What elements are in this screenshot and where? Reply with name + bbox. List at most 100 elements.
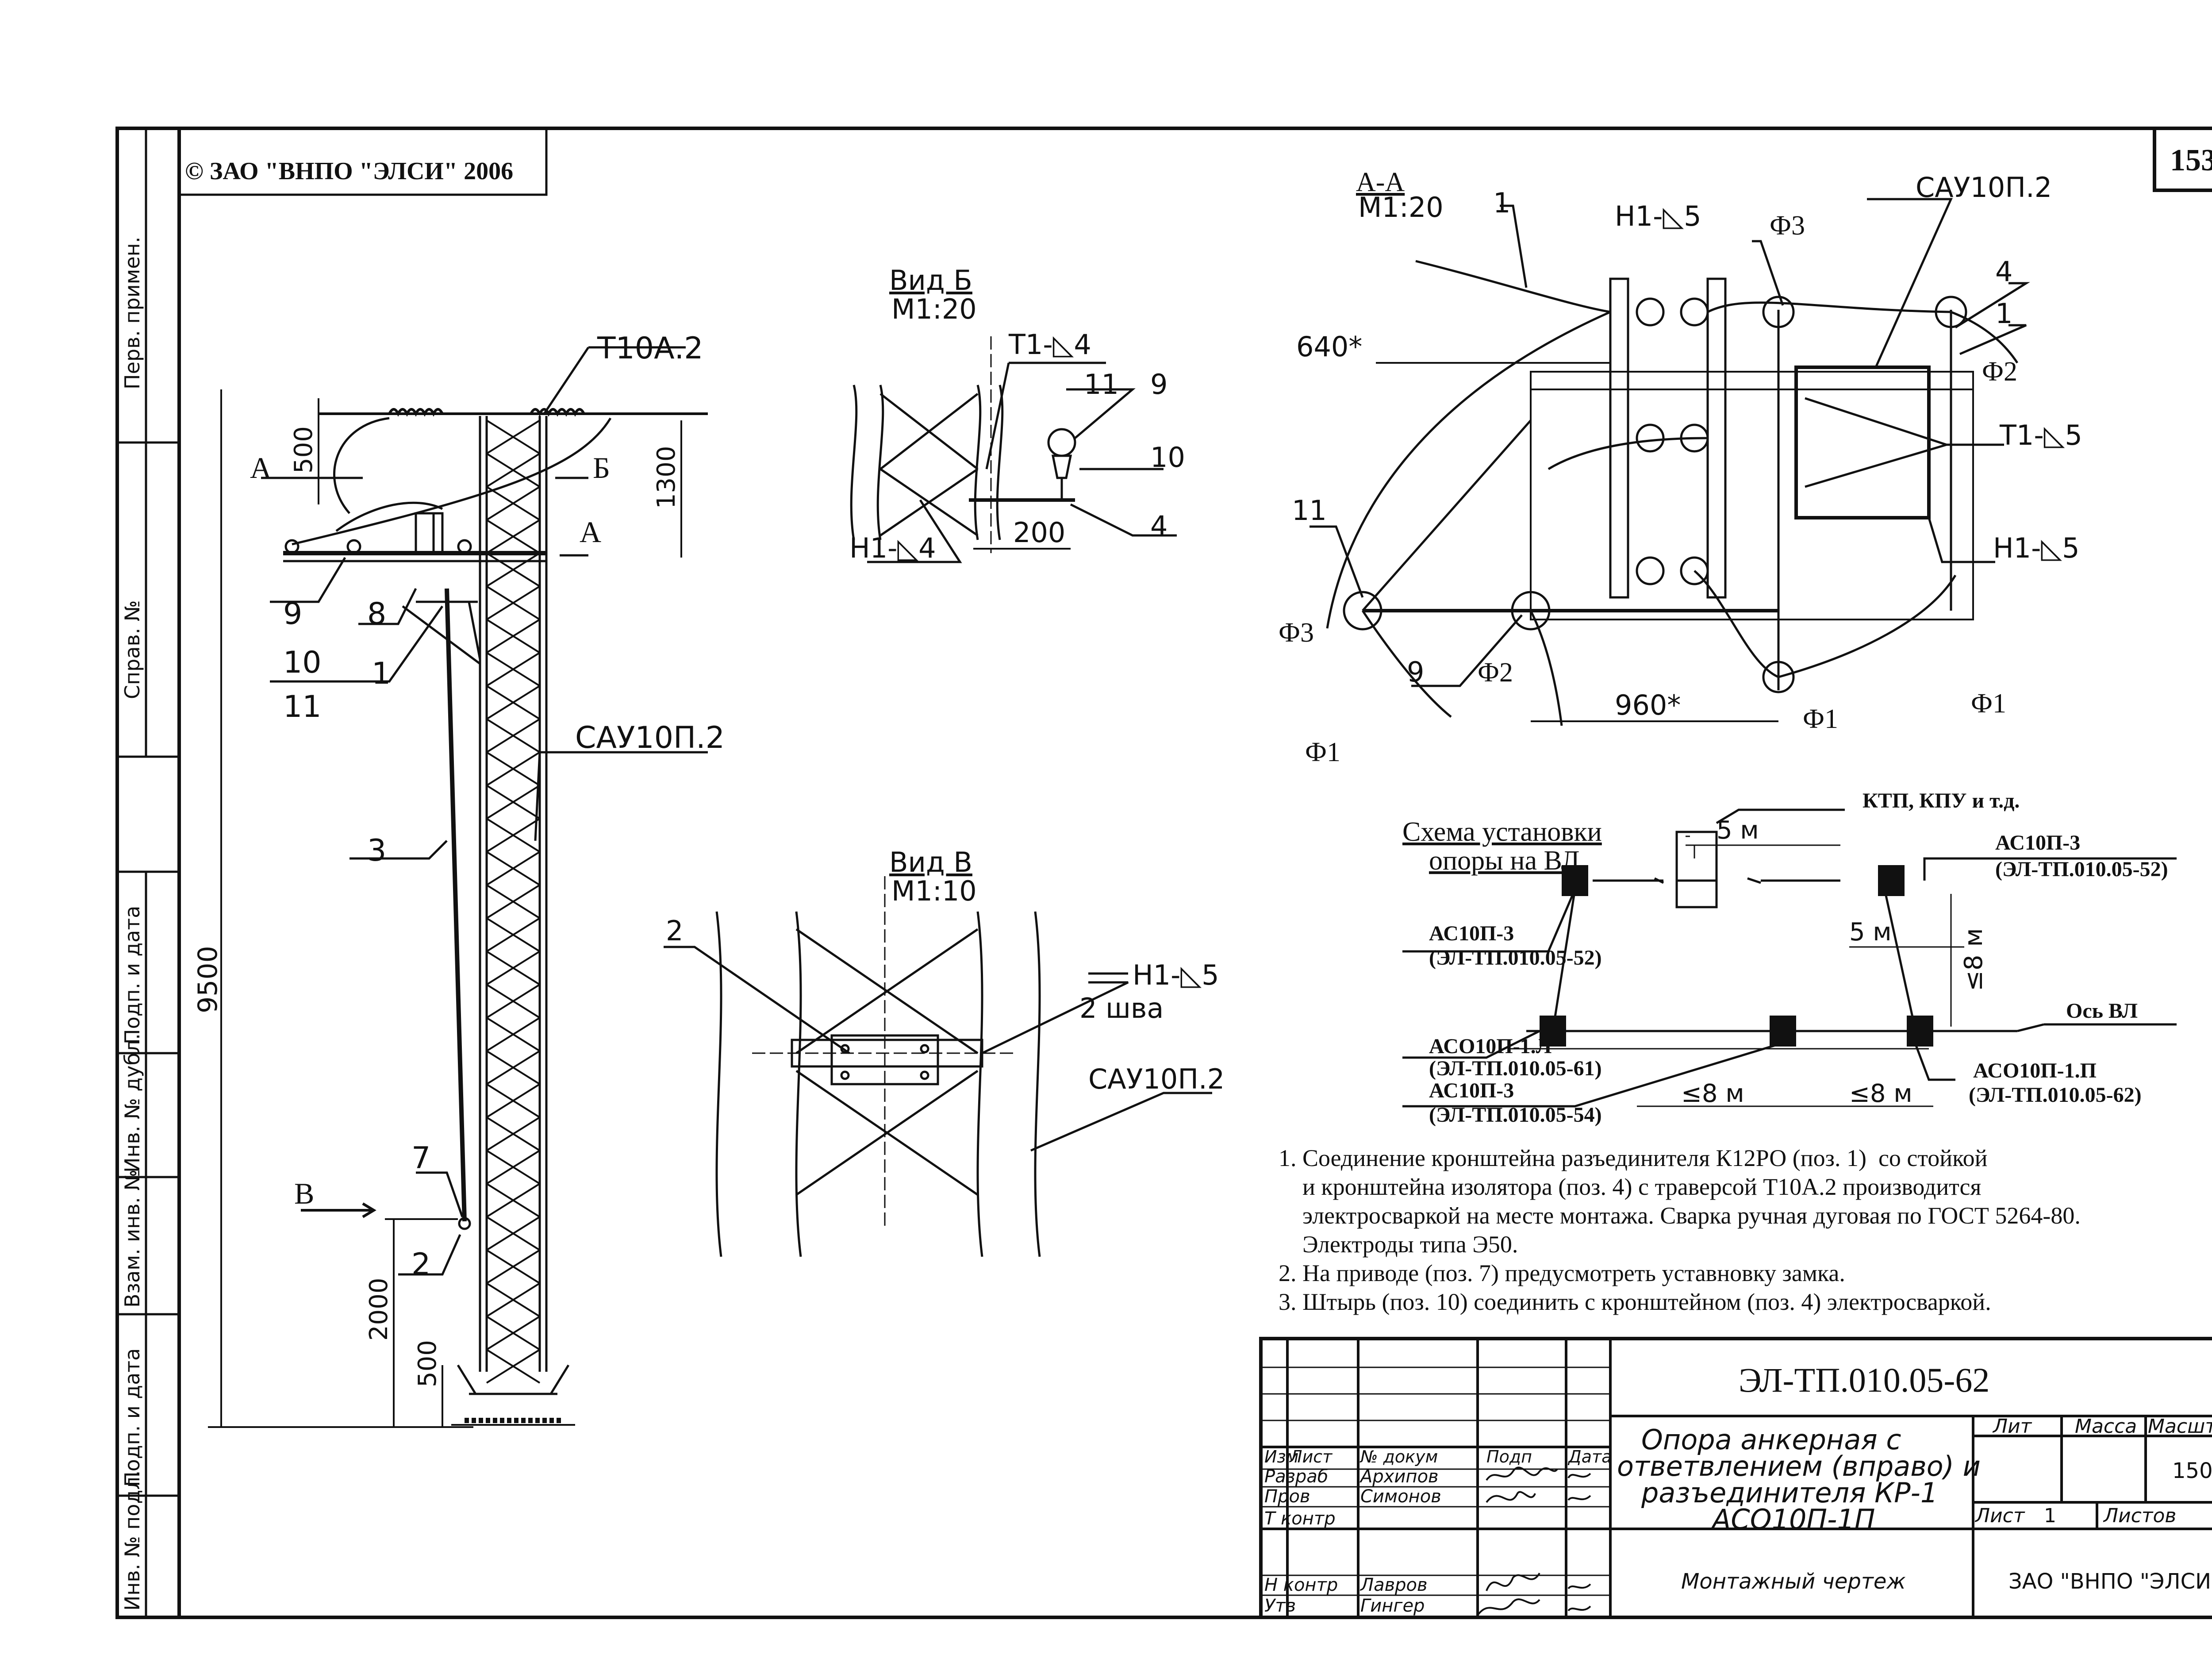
scheme-label-4-code: (ЭЛ-ТП.010.05-62) xyxy=(1969,1083,2142,1107)
pos-2: 2 xyxy=(411,1247,430,1282)
stamp-inv-dubl: Инв. № дубл. xyxy=(120,1033,144,1173)
signature-utv xyxy=(1477,1598,1591,1616)
section-aa-weld-t1: Т1-◺5 xyxy=(1999,419,2082,451)
header-list: Лист xyxy=(1289,1447,1333,1466)
dim-500-bottom: 500 xyxy=(413,1340,442,1387)
view-b-pos-4: 4 xyxy=(1150,510,1167,542)
section-a-top: А xyxy=(250,451,272,485)
scheme-label-1-name: АС10П-3 xyxy=(1995,831,2080,854)
section-a-bottom: А xyxy=(580,515,601,549)
pos-11: 11 xyxy=(283,689,322,724)
section-aa-pos-4: 4 xyxy=(1995,255,2012,288)
view-v xyxy=(664,876,1212,1257)
pos-8: 8 xyxy=(367,596,386,631)
scheme-dim-5m-mid: 5 м xyxy=(1849,918,1892,947)
view-b-marker: Б xyxy=(593,451,610,485)
pos-1: 1 xyxy=(372,656,391,691)
dim-1300: 1300 xyxy=(652,446,681,509)
header-data: Дата xyxy=(1567,1447,1612,1466)
view-b-labels: Вид Б М1:20 Т1-◺4 Н1-◺4 200 11 9 10 4 xyxy=(849,264,1185,564)
note-line: и кронштейна изолятора (поз. 4) с травер… xyxy=(1279,1174,1981,1200)
section-aa-title: А-А xyxy=(1356,167,1405,197)
role-tkontr: Т контр xyxy=(1264,1509,1336,1529)
name-razrab: Архипов xyxy=(1359,1466,1439,1487)
scale-label: Масштаб xyxy=(2148,1415,2212,1438)
title-block-grid xyxy=(1259,1337,2212,1619)
sheet-number: 153 xyxy=(2170,143,2212,177)
node-as10p3-right xyxy=(1878,865,1905,896)
view-b-weld-top: Т1-◺4 xyxy=(1008,328,1091,361)
header-izm: Изм xyxy=(1264,1447,1298,1466)
section-aa-phase3-left: Ф3 xyxy=(1279,618,1314,648)
stamp-podp2: Подп. и дата xyxy=(120,1348,144,1487)
view-b-pos-9: 9 xyxy=(1150,368,1167,400)
section-aa xyxy=(1310,198,2030,726)
header-podp: Подп xyxy=(1486,1447,1532,1466)
mass-label: Масса xyxy=(2075,1415,2137,1438)
scheme-nodes xyxy=(1540,865,1933,1047)
view-b-scale: М1:20 xyxy=(891,293,977,325)
name-prov: Симонов xyxy=(1360,1486,1441,1507)
name-nkontr: Лавров xyxy=(1359,1575,1428,1595)
section-aa-pos-1-right: 1 xyxy=(1995,297,2012,330)
scheme-title-2: опоры на ВЛ xyxy=(1429,846,1580,876)
scheme-dim-8m-v: ≤8 м xyxy=(1959,928,1988,991)
signature-razrab xyxy=(1486,1466,1591,1481)
view-b xyxy=(850,336,1177,563)
pos-10: 10 xyxy=(283,645,322,680)
scheme-dim-8m-right: ≤8 м xyxy=(1849,1079,1912,1108)
title-block-rows xyxy=(1261,1366,1610,1596)
stamp-inv-podl: Инв. № подл. xyxy=(120,1470,144,1611)
organization: ЗАО "ВНПО "ЭЛСИ" xyxy=(2008,1569,2212,1594)
pos-9: 9 xyxy=(283,596,302,631)
title-line: ответвлением (вправо) и xyxy=(1617,1450,1981,1482)
stamp-podp1: Подп. и дата xyxy=(120,906,144,1044)
scheme-label-3-name: АС10П-3 xyxy=(1429,1079,1514,1102)
stamp-vzam: Взам. инв. № xyxy=(120,1170,144,1308)
role-nkontr: Н контр xyxy=(1264,1575,1338,1595)
header-doc: № докум xyxy=(1359,1447,1438,1466)
notes: 1. Соединение кронштейна разъединителя К… xyxy=(1279,1145,2081,1315)
signatures xyxy=(1477,1466,1591,1616)
node-as10p3-left xyxy=(1562,865,1588,896)
node-aso10p-l xyxy=(1540,1016,1566,1047)
dim-9500: 9500 xyxy=(192,946,223,1013)
main-view-labels: Т10А.2 САУ10П.2 А А Б В 500 1300 9500 20… xyxy=(192,331,725,1387)
note-line: 2. На приводе (поз. 7) предусмотреть уст… xyxy=(1279,1260,1845,1286)
scheme-label-3-code: (ЭЛ-ТП.010.05-54) xyxy=(1429,1103,1602,1127)
doc-type: Монтажный чертеж xyxy=(1681,1569,1906,1594)
note-line: Электроды типа Э50. xyxy=(1279,1231,1518,1258)
view-b-pos-10: 10 xyxy=(1150,441,1185,473)
view-v-marker: В xyxy=(294,1177,314,1210)
copyright-box xyxy=(178,127,548,196)
scheme-label-2-code: (ЭЛ-ТП.010.05-61) xyxy=(1429,1057,1602,1080)
section-aa-phase1-mid: Ф1 xyxy=(1803,704,1838,734)
view-b-title: Вид Б xyxy=(889,264,972,296)
note-line: 1. Соединение кронштейна разъединителя К… xyxy=(1279,1145,1988,1171)
side-stamp-labels: Перв. примен. Справ. № Подп. и дата Инв.… xyxy=(120,237,144,1611)
name-utv: Гингер xyxy=(1360,1596,1425,1616)
section-aa-pos-1: 1 xyxy=(1493,187,1510,219)
node-as10p3-mid xyxy=(1770,1016,1796,1047)
section-aa-dim-640: 640* xyxy=(1296,331,1362,363)
side-stamp-grid xyxy=(117,128,179,1617)
role-utv: Утв xyxy=(1264,1596,1296,1616)
view-b-dim-200: 200 xyxy=(1013,516,1065,549)
view-v-weld: Н1-◺5 xyxy=(1133,959,1219,991)
scheme-label-4-name: АСО10П-1.П xyxy=(1973,1059,2097,1082)
role-prov: Пров xyxy=(1264,1486,1310,1507)
scheme-title-1: Схема установки xyxy=(1402,817,1602,847)
view-b-weld-bottom: Н1-◺4 xyxy=(849,532,936,564)
section-aa-phase2: Ф2 xyxy=(1478,658,1513,688)
main-view xyxy=(208,346,708,1428)
lit-label: Лит xyxy=(1992,1415,2032,1438)
section-aa-weld-top: Н1-◺5 xyxy=(1615,200,1701,232)
view-v-title: Вид В xyxy=(889,846,972,878)
scheme-dim-5m-top: 5 м xyxy=(1717,816,1759,845)
note-line: 3. Штырь (поз. 10) соединить с кронштейн… xyxy=(1279,1289,1991,1315)
stamp-sprav: Справ. № xyxy=(120,600,144,699)
scheme xyxy=(1402,808,2177,1108)
signature-nkontr xyxy=(1486,1572,1591,1591)
view-v-pos-2: 2 xyxy=(666,915,683,947)
